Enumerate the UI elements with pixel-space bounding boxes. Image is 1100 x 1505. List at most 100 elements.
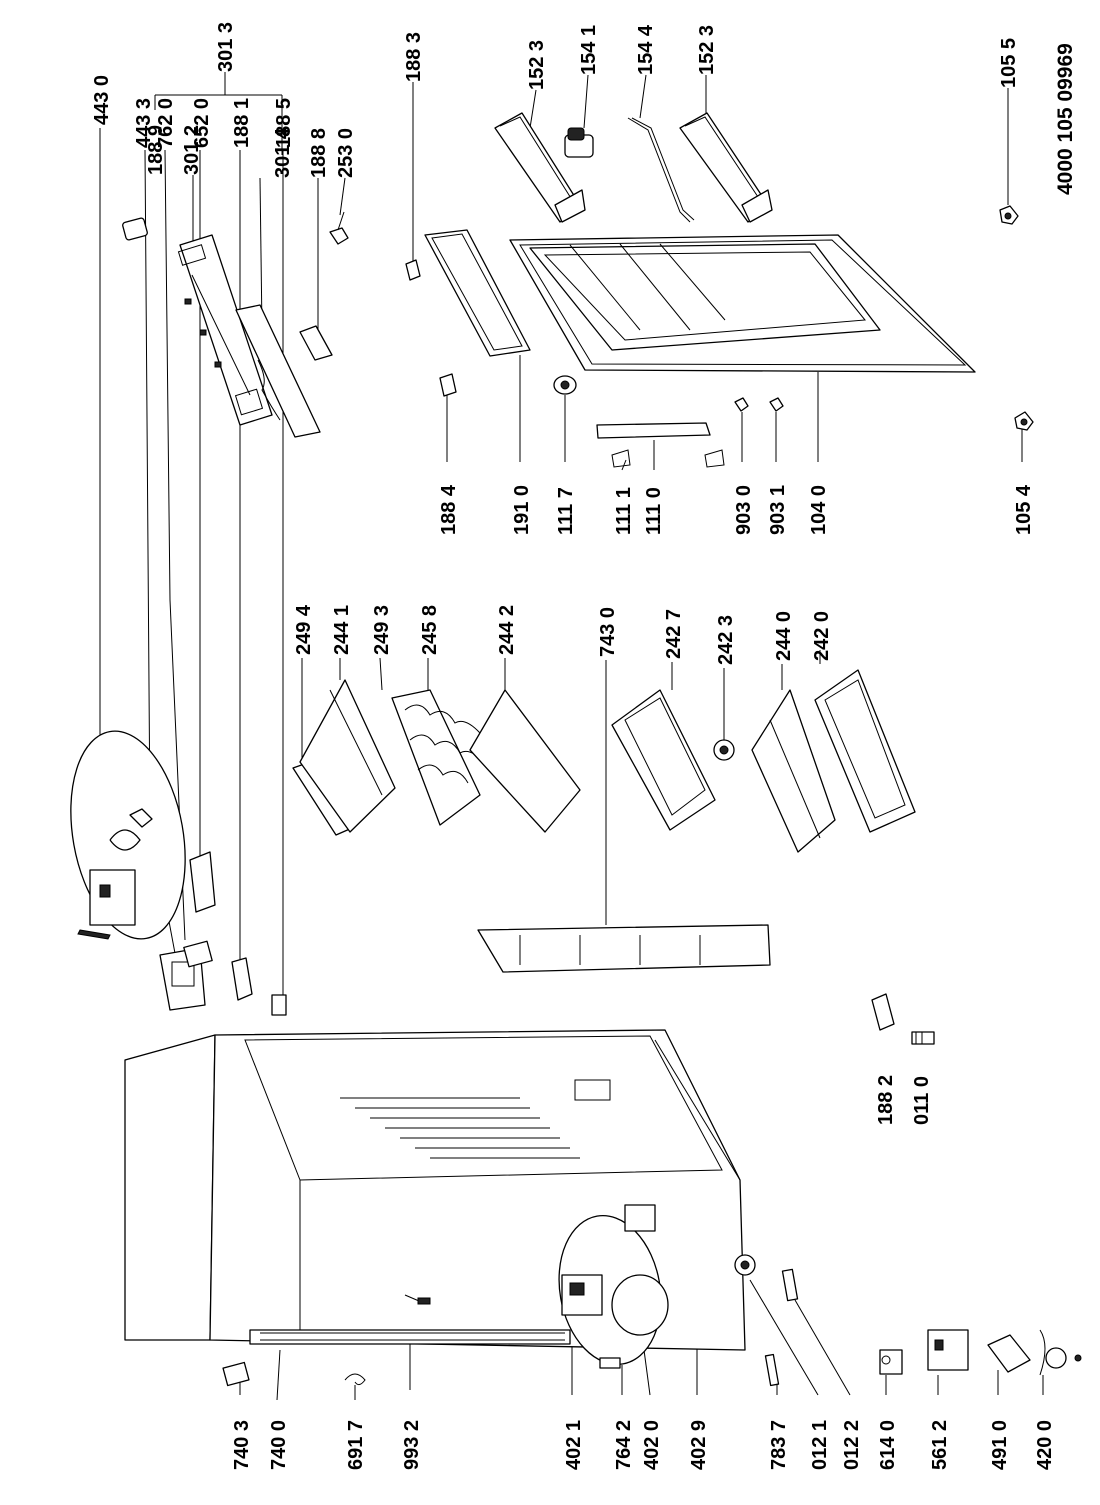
handle-part-111-0 [596, 422, 725, 468]
label-249-4: 249 4 [293, 604, 315, 655]
label-012-2: 012 2 [841, 1420, 863, 1470]
label-188-3: 188 3 [403, 32, 425, 82]
part-561-2 [927, 1329, 969, 1371]
label-188-5: 188 5 [273, 98, 295, 148]
compressor-group-402 [558, 1204, 669, 1366]
part-691-7 [344, 1373, 366, 1386]
light-part-652-0 [189, 851, 216, 913]
label-105-4: 105 4 [1013, 484, 1035, 535]
door-bin-left [494, 112, 586, 223]
door-bin-right [679, 112, 773, 223]
label-402-0: 402 0 [641, 1420, 663, 1470]
label-614-0: 614 0 [877, 1420, 899, 1470]
thermostat-knob-part-253 [329, 211, 349, 245]
block-part-762-0 [183, 940, 213, 968]
fan-module-group [70, 730, 186, 940]
label-903-0: 903 0 [733, 485, 755, 535]
label-152-3-left: 152 3 [526, 40, 548, 90]
label-244-0: 244 0 [773, 611, 795, 661]
label-105-5: 105 5 [998, 38, 1020, 88]
label-301-3: 301 3 [215, 22, 237, 72]
label-249-3: 249 3 [371, 605, 393, 655]
label-154-4: 154 4 [635, 24, 657, 75]
label-762-0: 762 0 [155, 98, 177, 148]
label-783-7: 783 7 [768, 1420, 790, 1470]
label-253-0: 253 0 [335, 128, 357, 178]
label-191-0: 191 0 [511, 485, 533, 535]
label-111-7: 111 7 [555, 487, 577, 535]
pin-part-188-5 [271, 994, 287, 1016]
glass-shelf-part-244-0 [751, 689, 836, 853]
glass-shelf-part-244-1 [299, 679, 396, 833]
doc-number: 4000 105 09969 [1054, 43, 1077, 195]
small-clip-part-188-9 [122, 217, 148, 241]
screw-part-011-0 [911, 1031, 935, 1045]
label-993-2: 993 2 [401, 1420, 423, 1470]
label-740-3: 740 3 [231, 1420, 253, 1470]
label-244-1: 244 1 [331, 605, 353, 655]
label-188-2: 188 2 [875, 1075, 897, 1125]
label-011-0: 011 0 [911, 1076, 933, 1125]
label-491-0: 491 0 [989, 1420, 1011, 1470]
label-691-7: 691 7 [345, 1420, 367, 1470]
label-420-0: 420 0 [1034, 1420, 1056, 1470]
label-card-part [299, 325, 333, 361]
label-111-1: 111 1 [613, 487, 635, 535]
label-301-4: 301 4 [272, 127, 294, 178]
label-443-3: 443 3 [133, 98, 155, 148]
part-420-0 [1039, 1329, 1082, 1376]
logo-plate-part [235, 304, 321, 438]
part-764-2 [599, 1357, 621, 1369]
label-111-0: 111 0 [643, 487, 665, 535]
label-188-1: 188 1 [231, 98, 253, 148]
part-740-3 [222, 1361, 250, 1387]
bracket-part-154-1 [564, 127, 594, 158]
label-402-1: 402 1 [563, 1420, 585, 1470]
label-188-4: 188 4 [438, 484, 460, 535]
label-012-1: 012 1 [809, 1420, 831, 1470]
label-244-2: 244 2 [496, 605, 518, 655]
glass-shelf-part-244-2 [469, 689, 581, 833]
label-152-3-right: 152 3 [696, 25, 718, 75]
label-242-0: 242 0 [811, 611, 833, 661]
label-443-0: 443 0 [91, 75, 113, 125]
door-inner-part [509, 234, 976, 373]
condenser-part-740-0 [249, 1329, 571, 1345]
label-764-2: 764 2 [613, 1420, 635, 1470]
label-245-8: 245 8 [419, 605, 441, 655]
crisper-part-242-0 [814, 669, 916, 833]
label-402-9: 402 9 [688, 1420, 710, 1470]
label-301-2: 301 2 [181, 125, 203, 175]
label-743-0: 743 0 [597, 607, 619, 657]
label-652-0: 652 0 [191, 98, 213, 148]
knob-part-242-3 [713, 739, 735, 761]
part-labels: 301 3 188 9 301 2 301 4 188 8 253 0 188 … [91, 22, 1077, 1470]
label-104-0: 104 0 [808, 485, 830, 535]
small-piece-188-3 [405, 259, 421, 281]
label-242-3: 242 3 [715, 615, 737, 665]
part-491-0 [987, 1334, 1031, 1373]
screw-part-903-1 [769, 397, 784, 412]
rod-part-154-4 [627, 117, 695, 223]
part-614-0 [879, 1349, 903, 1375]
label-740-0: 740 0 [268, 1420, 290, 1470]
control-panel-part [177, 234, 273, 426]
label-154-1: 154 1 [578, 25, 600, 75]
label-561-2: 561 2 [929, 1420, 951, 1470]
part-012-1 [734, 1254, 756, 1276]
screw-part-903-0 [734, 397, 749, 412]
hinge-disc-part-111-7 [553, 375, 577, 395]
part-012-2 [781, 1268, 799, 1302]
sensor-part-993-2 [404, 1294, 431, 1305]
part-783-7 [764, 1353, 780, 1387]
label-188-8: 188 8 [308, 128, 330, 178]
hinge-part-105-4 [1014, 411, 1034, 431]
label-903-1: 903 1 [767, 485, 789, 535]
label-242-7: 242 7 [663, 609, 685, 659]
hinge-part-105-5 [999, 205, 1019, 225]
wine-rack-part-245-8 [391, 689, 486, 826]
divider-part-743-0 [477, 924, 771, 973]
drawer-part-242-7 [611, 689, 716, 831]
bracket-part-188-1 [231, 957, 253, 1001]
